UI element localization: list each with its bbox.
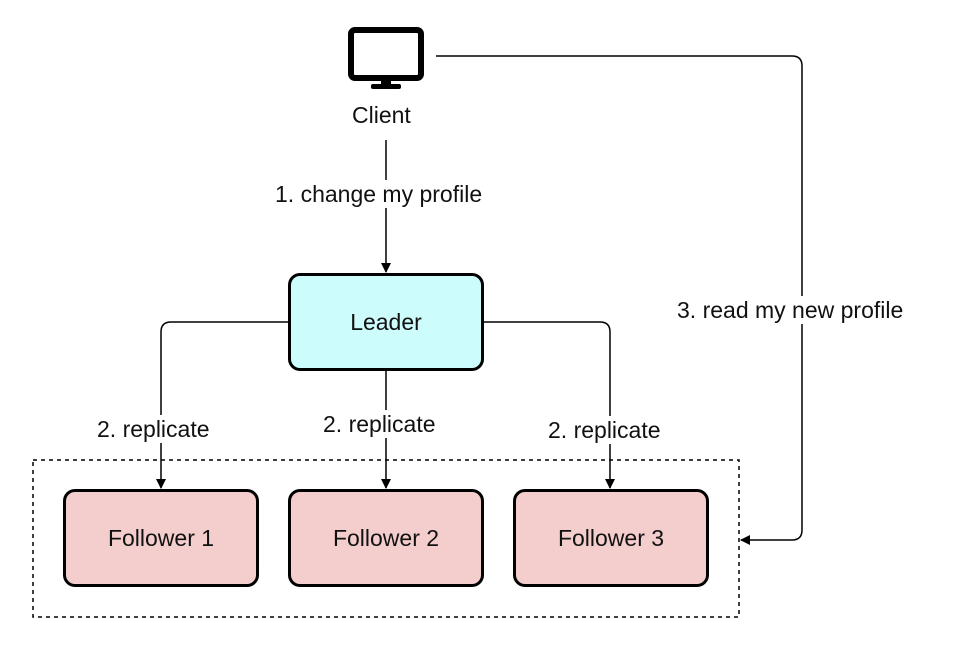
edge-replicate-2-label: 2. replicate <box>320 410 439 438</box>
follower-3-label: Follower 3 <box>557 524 665 551</box>
follower-node-2: Follower 2 <box>288 489 484 587</box>
follower-1-label: Follower 1 <box>107 524 215 551</box>
edge-replicate-3-label: 2. replicate <box>545 416 664 444</box>
follower-node-1: Follower 1 <box>63 489 259 587</box>
follower-node-3: Follower 3 <box>513 489 709 587</box>
edge-read-label: 3. read my new profile <box>674 296 907 324</box>
monitor-icon <box>348 27 424 89</box>
follower-2-label: Follower 2 <box>332 524 440 551</box>
edge-replicate-1-label: 2. replicate <box>94 415 213 443</box>
edge-replicate-3-line <box>482 321 615 489</box>
client-label: Client <box>349 101 414 129</box>
edge-change-label: 1. change my profile <box>272 180 486 208</box>
leader-label: Leader <box>350 308 422 335</box>
edge-replicate-1-line <box>156 321 290 489</box>
leader-node: Leader <box>288 273 484 371</box>
